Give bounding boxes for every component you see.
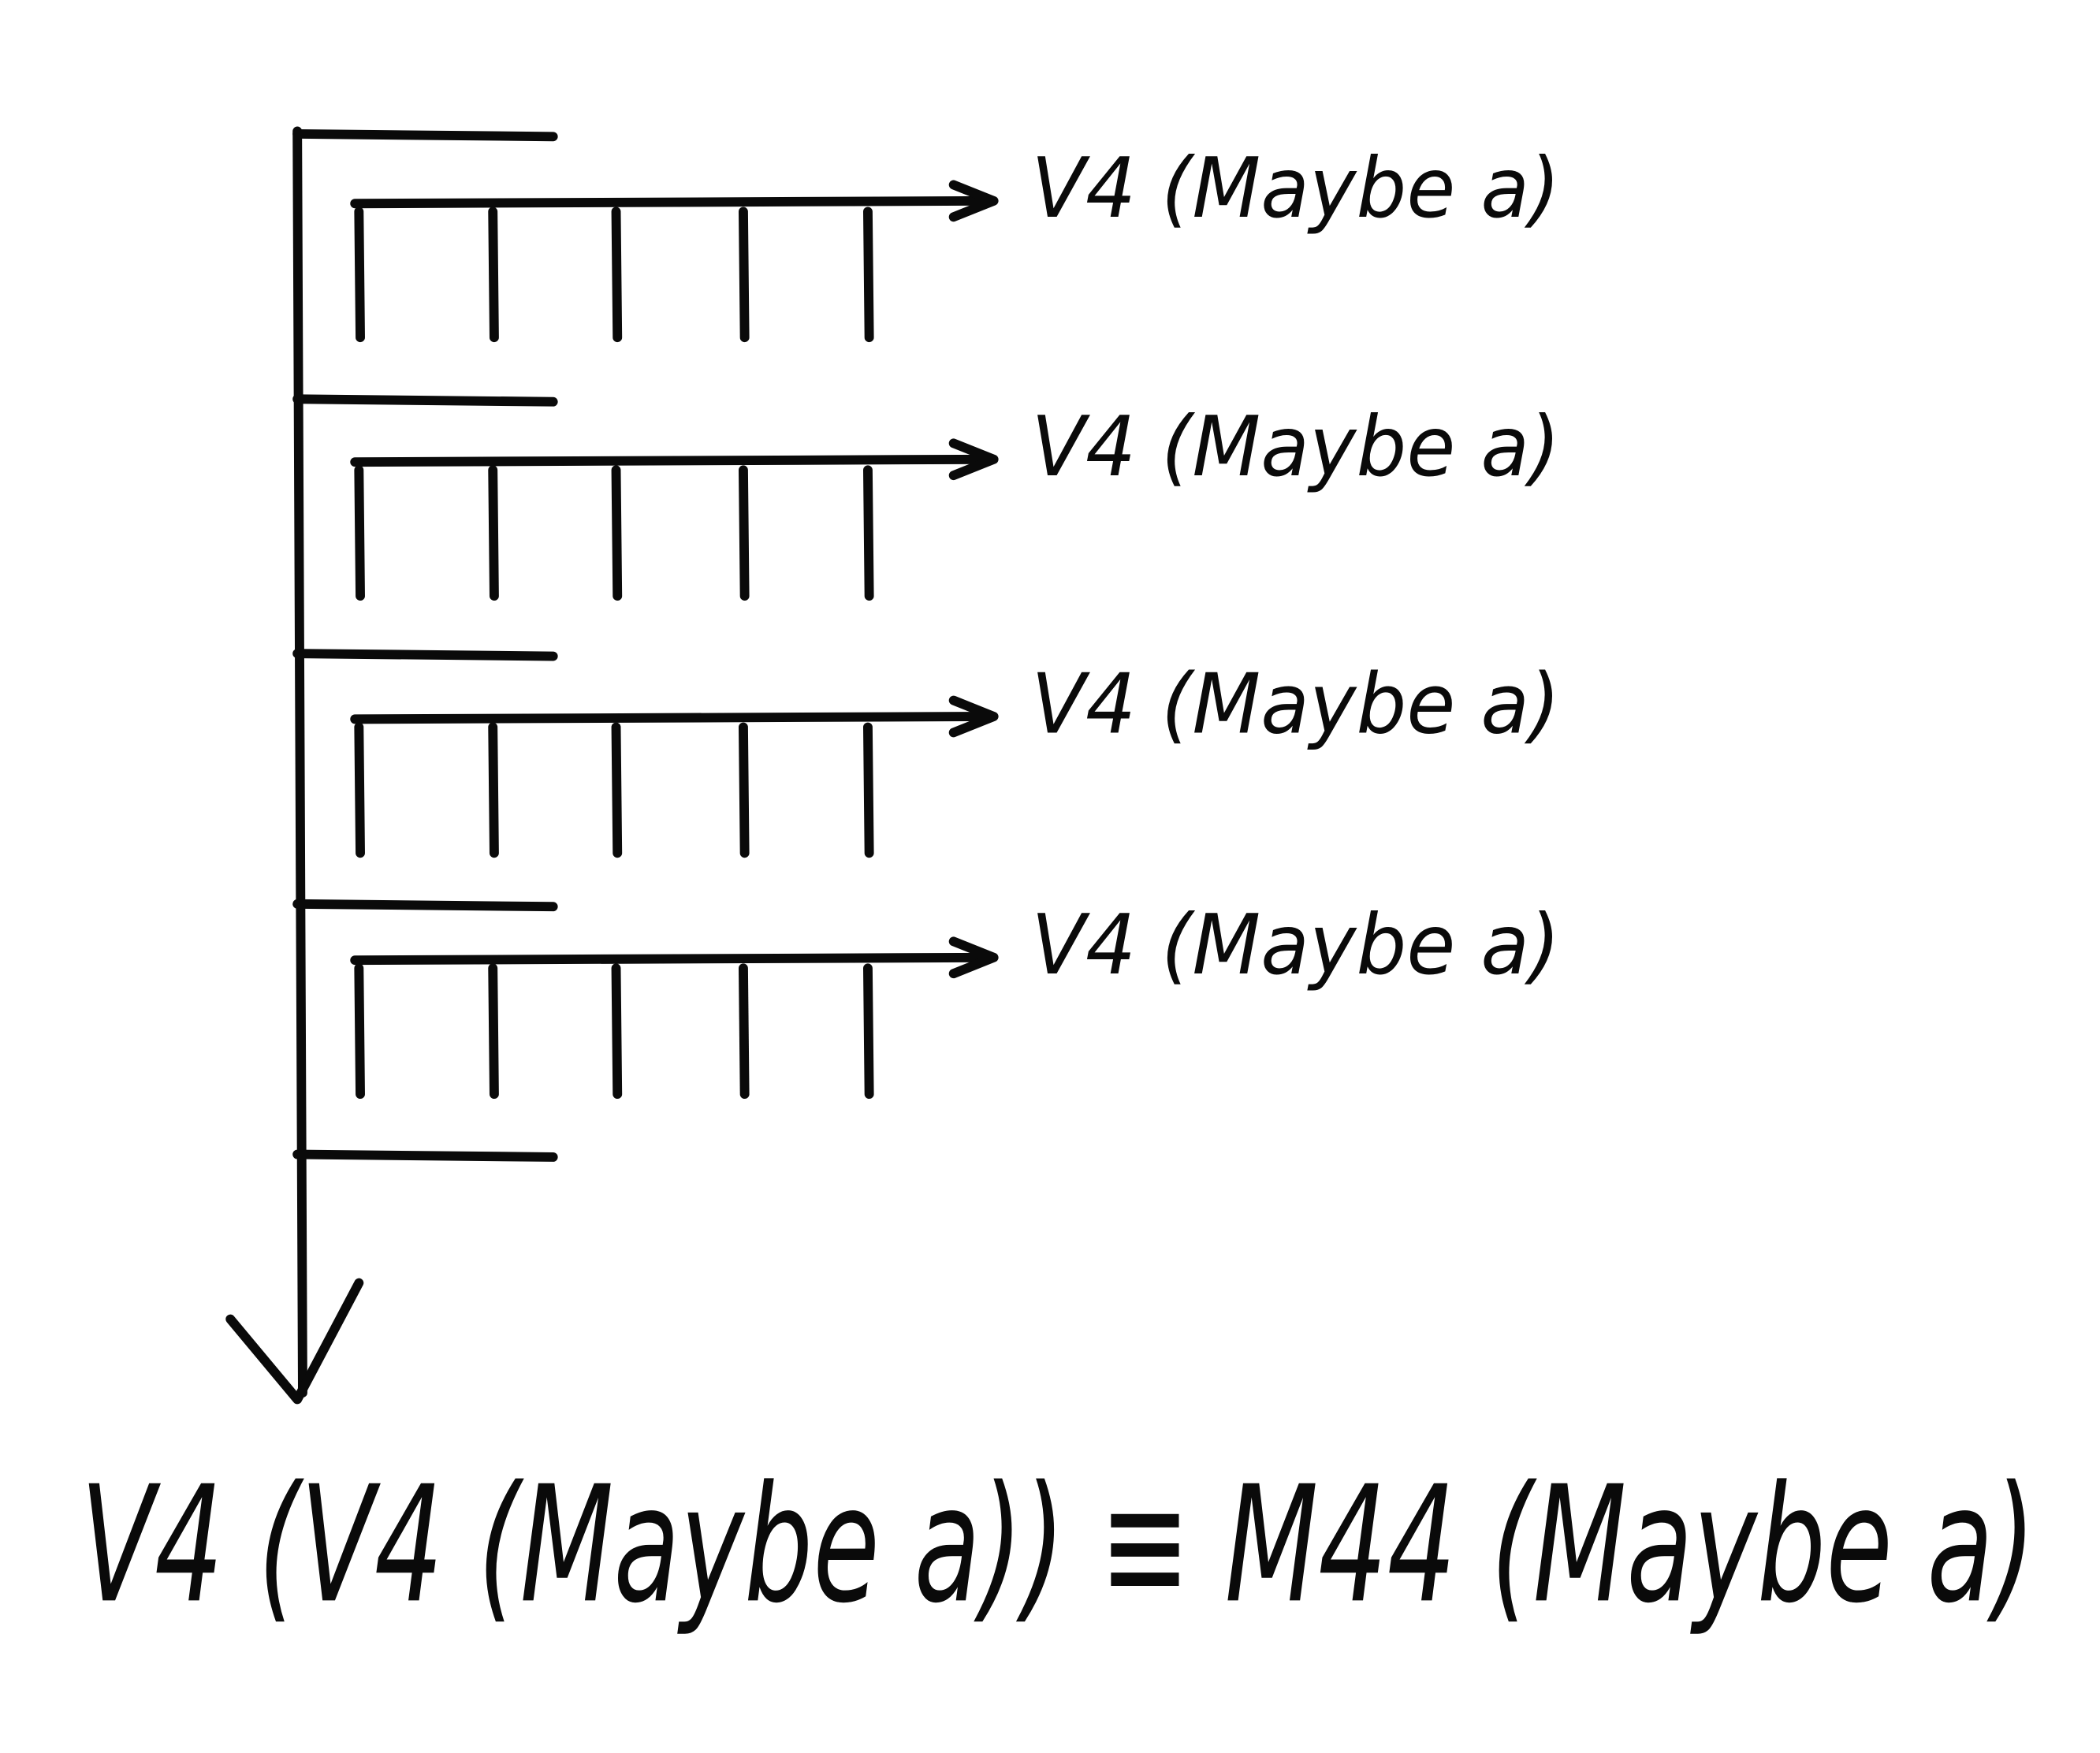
vector-slot-tick	[738, 207, 750, 343]
separator-line	[292, 1149, 558, 1162]
vector-slot-tick	[862, 722, 874, 858]
inner-vector-row: V4 (Maybe a)	[350, 398, 1560, 601]
inner-vector-bar	[350, 952, 993, 966]
inner-vector-bar	[350, 454, 993, 467]
separator-line	[292, 899, 558, 912]
inner-vector-bar	[350, 712, 993, 724]
vector-slot-tick	[738, 465, 750, 601]
row-type-label: V4 (Maybe a)	[1031, 896, 1560, 993]
inner-vector-bar	[350, 195, 993, 209]
vector-slot-tick	[738, 722, 750, 858]
vector-slot-tick	[611, 722, 623, 858]
vector-slot-tick	[862, 465, 874, 601]
vector-slot-tick	[354, 722, 365, 858]
vector-slot-tick	[488, 465, 499, 601]
vector-slot-tick	[354, 207, 365, 343]
inner-vector-row: V4 (Maybe a)	[350, 140, 1560, 343]
arrow-head	[948, 936, 999, 979]
separator-line	[292, 128, 558, 142]
vector-slot-tick	[611, 465, 623, 601]
result-equation: V4 (V4 (Maybe a)) ≡ M44 (Maybe a)	[80, 1452, 2036, 1639]
vector-slot-tick	[611, 207, 623, 343]
outer-vector-frame	[225, 126, 364, 1405]
row-type-label: V4 (Maybe a)	[1031, 398, 1560, 495]
arrow-head	[948, 695, 999, 738]
inner-vector-row: V4 (Maybe a)	[350, 896, 1560, 1100]
vector-slot-tick	[354, 465, 365, 601]
vector-slot-tick	[611, 963, 623, 1100]
outer-arrow-head	[225, 1278, 364, 1405]
inner-vector-row: V4 (Maybe a)	[350, 655, 1560, 858]
vector-slot-tick	[862, 963, 874, 1100]
vector-slot-tick	[738, 963, 750, 1100]
arrow-head	[948, 438, 999, 481]
row-type-label: V4 (Maybe a)	[1031, 655, 1560, 752]
vector-slot-tick	[488, 963, 499, 1100]
vector-slot-tick	[488, 207, 499, 343]
vector-slot-tick	[488, 722, 499, 858]
vector-slot-tick	[862, 207, 874, 343]
outer-vertical-line	[292, 126, 307, 1398]
separator-line	[292, 394, 558, 407]
vector-slot-tick	[354, 963, 365, 1100]
row-type-label: V4 (Maybe a)	[1031, 140, 1560, 236]
separator-line	[292, 649, 558, 661]
arrow-head	[948, 180, 999, 222]
